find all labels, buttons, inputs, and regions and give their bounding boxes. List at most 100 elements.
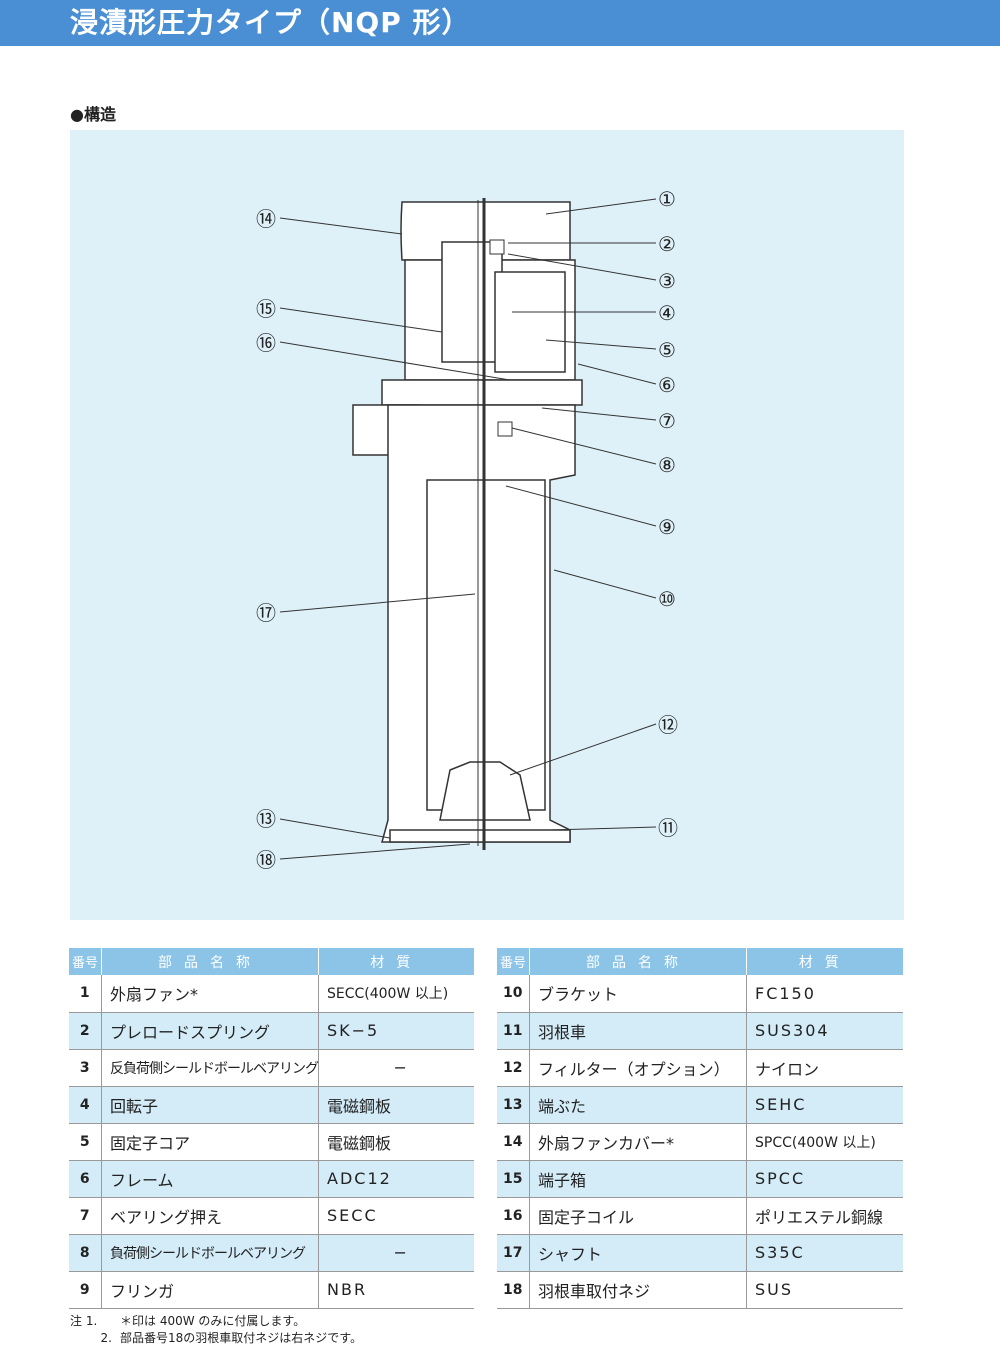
part-name: 反負荷側シールドボールベアリング <box>101 1049 319 1087</box>
part-name: 固定子コイル <box>529 1197 747 1235</box>
part-num: 8 <box>68 1234 102 1272</box>
footnote-label: 2. <box>100 1331 112 1345</box>
part-name: 固定子コア <box>101 1123 319 1161</box>
part-material: SUS304 <box>746 1012 903 1050</box>
page-title: 浸漬形圧力タイプ（NQP 形） <box>70 6 471 39</box>
part-material: − <box>318 1049 474 1087</box>
part-num: 11 <box>496 1012 530 1050</box>
part-num: 5 <box>68 1123 102 1161</box>
part-material: ADC12 <box>318 1160 474 1198</box>
callout-18: ⑱ <box>256 848 276 872</box>
callout-1: ① <box>658 187 676 211</box>
header-name: 部品名称 <box>529 948 747 975</box>
part-num: 16 <box>496 1197 530 1235</box>
callout-15: ⑮ <box>256 297 276 321</box>
header-num: 番号 <box>496 948 530 975</box>
footnote-2: 2. 部品番号18の羽根車取付ネジは右ネジです。 <box>70 1330 363 1347</box>
callout-9: ⑨ <box>658 515 676 539</box>
part-material: SEHC <box>746 1086 903 1124</box>
part-num: 13 <box>496 1086 530 1124</box>
part-num: 15 <box>496 1160 530 1198</box>
flange <box>381 379 583 406</box>
structure-diagram: ① ② ③ ④ ⑤ ⑥ ⑦ ⑧ ⑨ ⑩ ⑪ ⑫ ⑬ ⑭ ⑮ ⑯ ⑰ ⑱ <box>70 130 904 920</box>
callout-2: ② <box>658 232 676 256</box>
terminal-box <box>441 241 503 363</box>
part-material: SPCC(400W 以上) <box>746 1123 903 1161</box>
part-material: 電磁鋼板 <box>318 1086 474 1124</box>
end-plate <box>389 829 571 843</box>
callout-16: ⑯ <box>256 331 276 355</box>
part-num: 2 <box>68 1012 102 1050</box>
part-material: ポリエステル銅線 <box>746 1197 903 1235</box>
callout-5: ⑤ <box>658 338 676 362</box>
part-num: 12 <box>496 1049 530 1087</box>
part-name: ブラケット <box>529 975 747 1013</box>
part-material: NBR <box>318 1271 474 1309</box>
part-name: ベアリング押え <box>101 1197 319 1235</box>
footnote-1: 注 1.＊印は 400W のみに付属します。 <box>70 1313 362 1330</box>
part-material: ナイロン <box>746 1049 903 1087</box>
callout-13: ⑬ <box>256 807 276 831</box>
part-name: シャフト <box>529 1234 747 1272</box>
callout-3: ③ <box>658 269 676 293</box>
part-num: 1 <box>68 975 102 1013</box>
part-name: フリンガ <box>101 1271 319 1309</box>
part-name: 外扇ファン* <box>101 975 319 1013</box>
part-material: 電磁鋼板 <box>318 1123 474 1161</box>
part-name: 外扇ファンカバー* <box>529 1123 747 1161</box>
callout-8: ⑧ <box>658 453 676 477</box>
part-name: フレーム <box>101 1160 319 1198</box>
callout-10: ⑩ <box>658 587 676 611</box>
part-material: SK−5 <box>318 1012 474 1050</box>
lower-bearing <box>497 421 513 437</box>
footnote-text: 部品番号18の羽根車取付ネジは右ネジです。 <box>120 1331 363 1345</box>
callout-11: ⑪ <box>658 816 678 840</box>
pump-cross-section: ① ② ③ ④ ⑤ ⑥ ⑦ ⑧ ⑨ ⑩ ⑪ ⑫ ⑬ ⑭ ⑮ ⑯ ⑰ ⑱ <box>256 187 678 872</box>
header-material: 材質 <box>746 948 903 975</box>
part-material: SUS <box>746 1271 903 1309</box>
filter-column <box>426 479 546 811</box>
footnotes: 注 1.＊印は 400W のみに付属します。 2. 部品番号18の羽根車取付ネジは… <box>70 1313 362 1347</box>
part-name: 回転子 <box>101 1086 319 1124</box>
part-num: 3 <box>68 1049 102 1087</box>
part-num: 18 <box>496 1271 530 1309</box>
callout-17: ⑰ <box>256 601 276 625</box>
part-num: 6 <box>68 1160 102 1198</box>
part-name: 羽根車 <box>529 1012 747 1050</box>
footnote-label: 注 1. <box>70 1314 98 1328</box>
stator-core <box>494 271 566 373</box>
header-bar: 浸漬形圧力タイプ（NQP 形） <box>0 0 1000 46</box>
part-name: 端ぶた <box>529 1086 747 1124</box>
part-num: 7 <box>68 1197 102 1235</box>
part-material: SPCC <box>746 1160 903 1198</box>
part-name: 端子箱 <box>529 1160 747 1198</box>
callout-4: ④ <box>658 301 676 325</box>
part-num: 10 <box>496 975 530 1013</box>
part-material: − <box>318 1234 474 1272</box>
part-name: 羽根車取付ネジ <box>529 1271 747 1309</box>
callout-14: ⑭ <box>256 207 276 231</box>
part-material: FC150 <box>746 975 903 1013</box>
part-name: 負荷側シールドボールベアリング <box>101 1234 319 1272</box>
header-name: 部品名称 <box>101 948 319 975</box>
table-header-row: 番号 部品名称 材質 <box>496 948 903 975</box>
table-header-row: 番号 部品名称 材質 <box>68 948 474 975</box>
upper-bearing <box>489 239 505 255</box>
callout-7: ⑦ <box>658 409 676 433</box>
